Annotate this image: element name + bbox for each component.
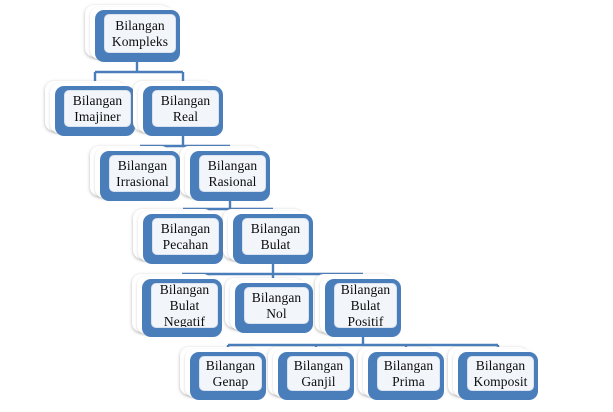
node-label: Bilangan Imajiner [64, 90, 131, 127]
node-pecahan[interactable]: Bilangan Pecahan [133, 209, 223, 264]
node-imajiner[interactable]: Bilangan Imajiner [45, 81, 135, 136]
node-rasional[interactable]: Bilangan Rasional [180, 146, 270, 201]
node-label: Bilangan Rasional [199, 155, 266, 192]
node-bulatpositif[interactable]: Bilangan Bulat Positif [315, 274, 401, 337]
node-komposit[interactable]: Bilangan Komposit [448, 347, 538, 400]
node-label: Bilangan Bulat [242, 218, 309, 255]
node-bulatnegatif[interactable]: Bilangan Bulat Negatif [132, 274, 222, 337]
node-label: Bilangan Prima [377, 356, 440, 391]
node-bulat[interactable]: Bilangan Bulat [223, 209, 313, 264]
node-kompleks[interactable]: Bilangan Kompleks [85, 5, 180, 62]
node-label: Bilangan Ganjil [287, 356, 350, 391]
node-genap[interactable]: Bilangan Genap [180, 347, 266, 400]
node-label: Bilangan Bulat Positif [334, 283, 397, 328]
node-label: Bilangan Komposit [467, 356, 534, 391]
node-label: Bilangan Genap [199, 356, 262, 391]
node-real[interactable]: Bilangan Real [133, 81, 223, 136]
node-nol[interactable]: Bilangan Nol [225, 278, 313, 333]
node-prima[interactable]: Bilangan Prima [358, 347, 444, 400]
node-label: Bilangan Real [152, 90, 219, 127]
node-label: Bilangan Nol [244, 287, 309, 324]
node-label: Bilangan Kompleks [104, 14, 176, 53]
node-label: Bilangan Pecahan [152, 218, 219, 255]
node-label: Bilangan Bulat Negatif [151, 283, 218, 328]
node-ganjil[interactable]: Bilangan Ganjil [268, 347, 354, 400]
node-irrasional[interactable]: Bilangan Irrasional [90, 146, 180, 201]
node-label: Bilangan Irrasional [109, 155, 176, 192]
